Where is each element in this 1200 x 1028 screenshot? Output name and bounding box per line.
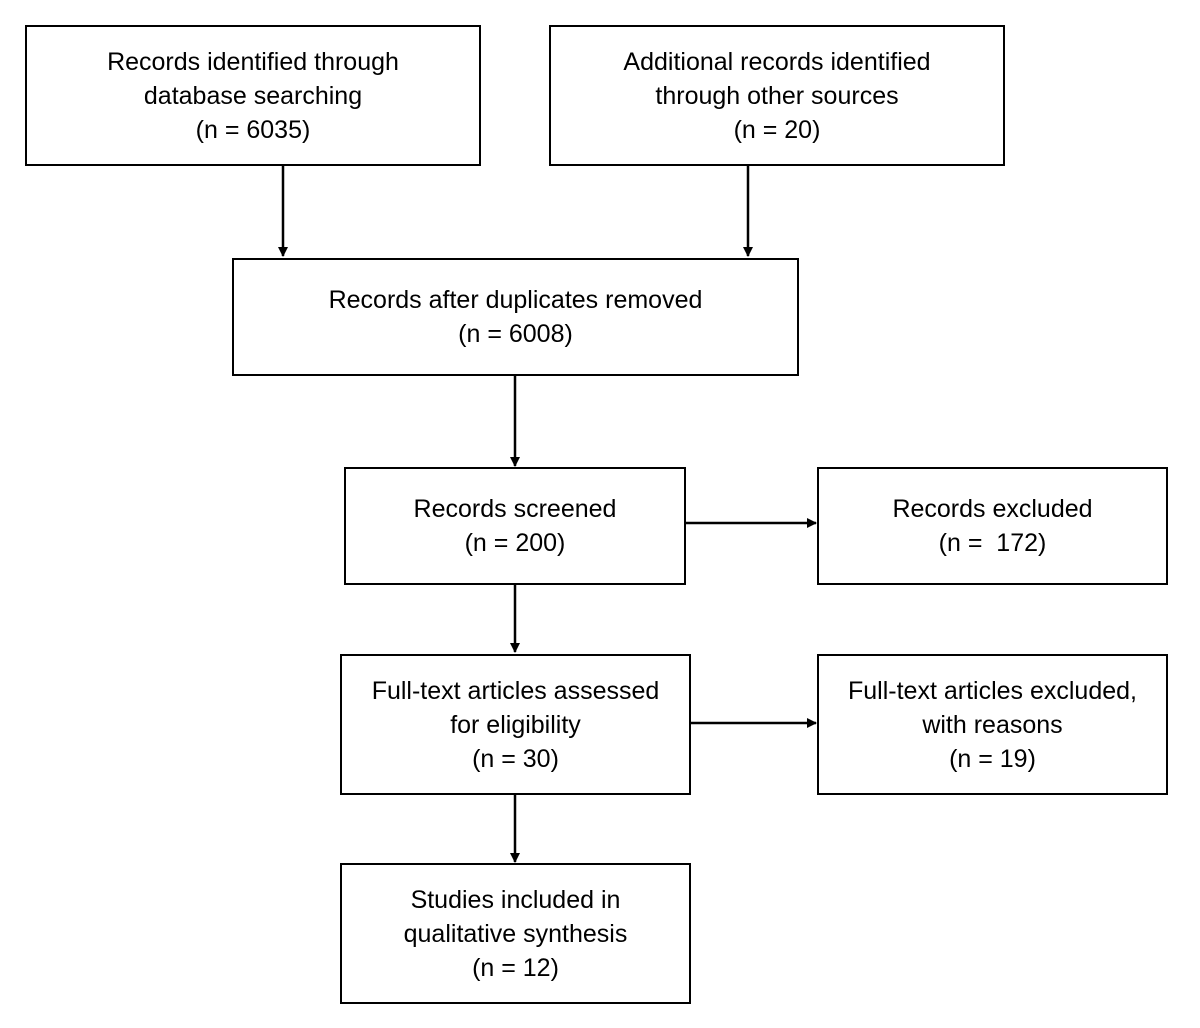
box-text-line: Records identified through (107, 47, 399, 76)
box-text-line: Full-text articles assessed (371, 676, 660, 705)
box-text-line: Records screened (413, 495, 617, 523)
box-records-screened: Records screened (n = 200) (344, 467, 686, 585)
box-text-line: Full-text articles excluded, (847, 676, 1137, 705)
box-text-line: with reasons (922, 710, 1063, 739)
box-records-identified-database: Records identified through database sear… (25, 25, 481, 166)
box-records-excluded: Records excluded (n = 172) (817, 467, 1168, 585)
box-text-line: through other sources (655, 81, 899, 110)
box-count: (n = 20) (733, 115, 821, 144)
box-count: (n = 200) (464, 529, 566, 557)
box-text-line: for eligibility (450, 710, 581, 739)
box-fulltext-excluded-with-reasons: Full-text articles excluded, with reason… (817, 654, 1168, 795)
box-additional-records-other-sources: Additional records identified through ot… (549, 25, 1005, 166)
box-count: (n = 30) (472, 744, 559, 773)
box-text-line: qualitative synthesis (403, 919, 628, 948)
box-text-line: Records excluded (892, 495, 1093, 523)
box-text-line: Studies included in (410, 885, 621, 914)
box-count: (n = 6008) (458, 320, 573, 348)
box-text-line: database searching (143, 81, 363, 110)
box-count: (n = 19) (949, 744, 1036, 773)
box-records-after-duplicates-removed: Records after duplicates removed (n = 60… (232, 258, 799, 376)
box-studies-included-synthesis: Studies included in qualitative synthesi… (340, 863, 691, 1004)
box-text-line: Additional records identified (623, 47, 931, 76)
box-count: (n = 172) (938, 529, 1047, 557)
box-fulltext-assessed-eligibility: Full-text articles assessed for eligibil… (340, 654, 691, 795)
box-text-line: Records after duplicates removed (328, 286, 703, 314)
box-count: (n = 6035) (195, 115, 311, 144)
box-count: (n = 12) (472, 953, 559, 982)
